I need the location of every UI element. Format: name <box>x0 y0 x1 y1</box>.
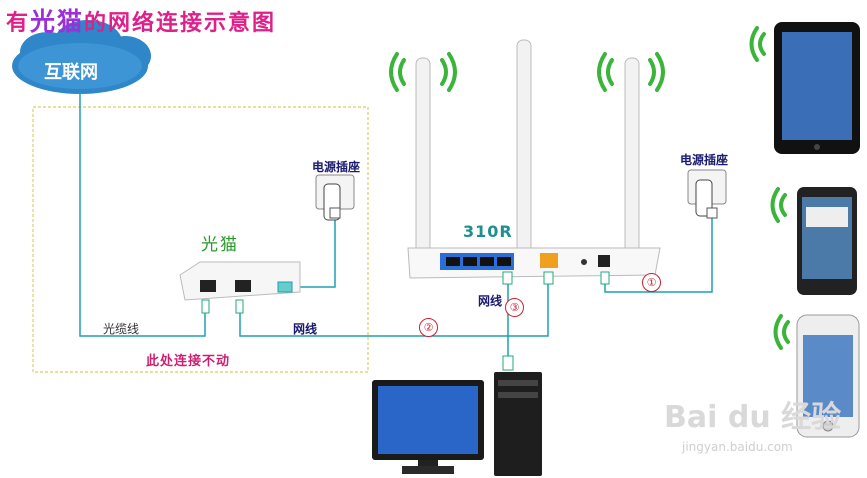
modem-label: 光猫 <box>201 235 239 255</box>
title-highlight: 光猫 <box>30 7 85 36</box>
note-label: 此处连接不动 <box>146 354 231 369</box>
power-socket-right <box>687 169 727 217</box>
cable-label-bottom: 网线 <box>293 322 318 336</box>
router-label: 310R <box>463 222 513 241</box>
wifi-icon <box>389 26 790 350</box>
diagram-title: 有光猫的网络连接示意图 <box>6 2 276 38</box>
title-part1: 有 <box>6 10 31 36</box>
optical-modem <box>179 261 301 314</box>
step-number-3: ③ <box>505 298 524 317</box>
router-power-cable <box>604 215 713 293</box>
internet-cloud <box>12 20 151 94</box>
fiber-cable-label: 光缆线 <box>103 322 140 336</box>
power-socket-label-right: 电源插座 <box>680 153 729 167</box>
modem-to-router-cable <box>239 284 549 337</box>
tablet-device <box>774 22 860 154</box>
watermark-url: jingyan.baidu.com <box>682 440 793 454</box>
desktop-computer <box>372 355 542 476</box>
power-socket-label-left: 电源插座 <box>312 160 361 174</box>
router <box>407 247 661 285</box>
dashed-area-box <box>32 106 369 373</box>
power-plugs <box>329 207 718 219</box>
title-part2: 的网络连接示意图 <box>84 10 277 36</box>
modem-power-cable <box>292 215 336 288</box>
router-antennas <box>415 39 640 259</box>
wires <box>79 92 713 358</box>
cable-label-router: 网线 <box>478 294 503 308</box>
step-number-1: ① <box>642 273 661 292</box>
fiber-cable <box>79 92 206 337</box>
android-phone <box>797 187 857 295</box>
iphone-device <box>796 314 860 438</box>
step-number-2: ② <box>419 318 438 337</box>
watermark-logo: Bai du 经验 <box>664 400 842 435</box>
internet-label: 互联网 <box>44 62 98 83</box>
